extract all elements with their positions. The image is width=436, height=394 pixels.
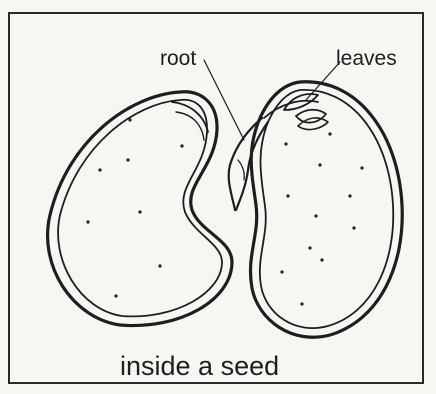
leaves-label: leaves [336, 47, 397, 71]
root-label: root [160, 47, 196, 71]
cotyledon-speckles [86, 118, 363, 305]
embryo-root [229, 118, 268, 210]
diagram-caption: inside a seed [120, 351, 279, 382]
root-pointer-line [204, 60, 244, 140]
embryo-leaves [264, 94, 328, 129]
left-cotyledon [48, 92, 232, 326]
